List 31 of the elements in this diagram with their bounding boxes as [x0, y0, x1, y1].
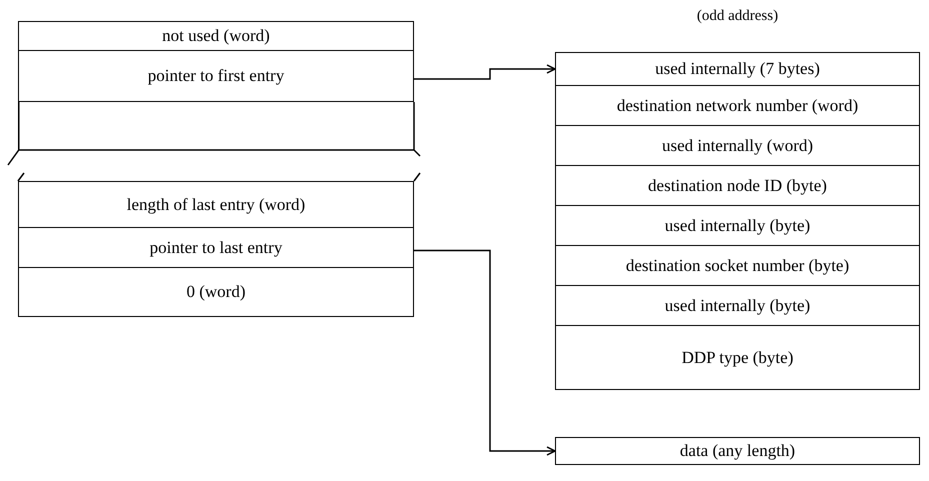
field-label: not used (word) — [162, 26, 270, 46]
field-cell — [18, 181, 414, 228]
field-cell — [555, 437, 920, 465]
field-cell — [555, 325, 920, 390]
field-cell — [555, 165, 920, 206]
address-note: (odd address) — [696, 8, 780, 25]
field-cell — [555, 285, 920, 326]
field-label: used internally (byte) — [664, 296, 810, 316]
arrow — [414, 250, 556, 456]
field-label: data (any length) — [680, 441, 796, 461]
field-cell — [555, 245, 920, 286]
field-label: pointer to last entry — [150, 238, 282, 258]
field-label: DDP type (byte) — [682, 348, 794, 368]
field-cell — [18, 267, 414, 317]
field-cell — [555, 205, 920, 246]
field-cell — [555, 52, 920, 86]
field-label: destination node ID (byte) — [648, 176, 827, 196]
field-cell — [18, 227, 414, 268]
field-label: length of last entry (word) — [126, 194, 306, 214]
field-cell — [18, 21, 414, 51]
field-label: destination socket number (byte) — [626, 256, 850, 276]
field-label: pointer to first entry — [148, 66, 284, 86]
arrow — [414, 64, 556, 80]
field-label: 0 (word) — [186, 282, 246, 302]
field-label: used internally (word) — [662, 136, 814, 156]
field-cell — [555, 85, 920, 126]
field-label: used internally (byte) — [664, 216, 810, 236]
field-cell — [555, 125, 920, 166]
field-cell — [18, 50, 414, 102]
field-label: used internally (7 bytes) — [655, 59, 820, 79]
field-label: destination network number (word) — [616, 96, 858, 116]
